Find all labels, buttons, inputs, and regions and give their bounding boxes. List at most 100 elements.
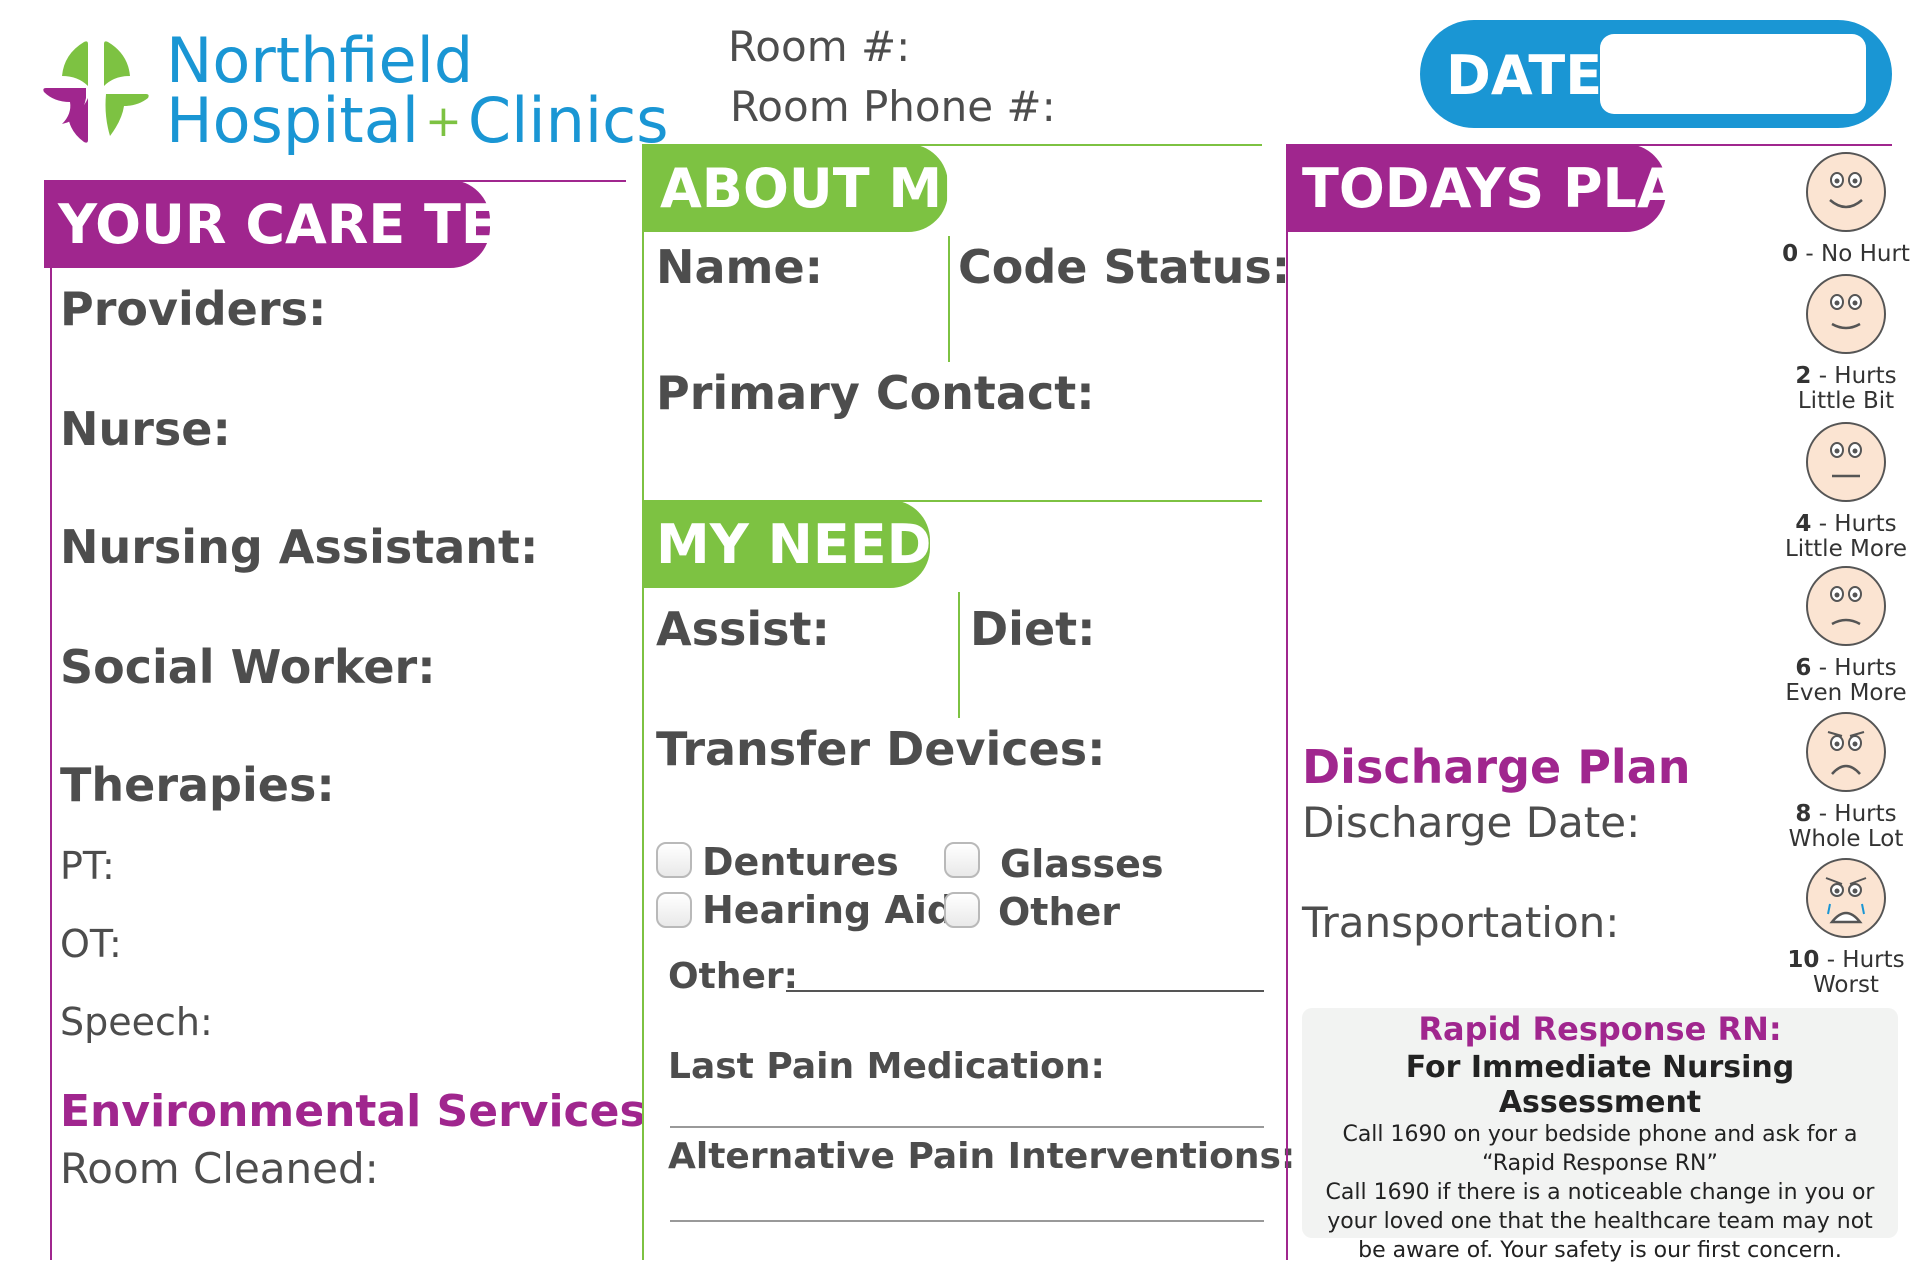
providers-label: Providers: [60, 282, 327, 336]
about-me-top-rule [642, 144, 1262, 146]
my-needs-divider [958, 592, 960, 718]
dentures-checkbox[interactable] [656, 842, 692, 878]
logo-plus: + [424, 96, 462, 147]
last-pain-medication-label: Last Pain Medication: [668, 1046, 1105, 1087]
logo-hospital: Hospital [166, 84, 419, 157]
pain-text: - No Hurt [1805, 241, 1910, 267]
pain-text-2: Little Bit [1797, 388, 1895, 414]
last-pain-medication-line[interactable] [670, 1126, 1264, 1128]
care-team-left-rule [50, 180, 52, 1260]
pain-number: 10 [1787, 947, 1820, 973]
pain-text-2: Little More [1784, 536, 1908, 562]
pain-number: 0 [1782, 241, 1799, 267]
rapid-response-title: Rapid Response RN: [1418, 1010, 1782, 1048]
pain-number: 6 [1795, 655, 1812, 681]
logo-line1: Northfield [166, 24, 474, 97]
other-checkbox-label: Other [998, 890, 1121, 934]
nurse-label: Nurse: [60, 402, 231, 456]
care-team-title: YOUR CARE TEAM [44, 180, 593, 268]
pain-number: 2 [1795, 363, 1812, 389]
todays-plan-title: TODAYS PLAN [1286, 144, 1724, 232]
other-line[interactable] [786, 990, 1264, 992]
room-cleaned-label: Room Cleaned: [60, 1144, 379, 1193]
face-hurts-whole-lot-icon [1806, 712, 1886, 792]
dentures-label: Dentures [702, 840, 899, 884]
pt-label: PT: [60, 844, 115, 888]
rapid-response-line3: Call 1690 if there is a noticeable chang… [1325, 1180, 1875, 1205]
pain-text-2: Worst [1813, 972, 1879, 998]
rapid-response-subtitle: For Immediate Nursing Assessment [1405, 1050, 1795, 1120]
date-label: DATE: [1446, 44, 1624, 107]
about-me-title: ABOUT ME [642, 144, 979, 232]
rapid-response-line2: “Rapid Response RN” [1482, 1151, 1718, 1176]
hearing-aids-checkbox[interactable] [656, 892, 692, 928]
pain-text: - Hurts [1818, 511, 1897, 537]
discharge-plan-title: Discharge Plan [1302, 740, 1691, 794]
name-label: Name: [656, 240, 824, 294]
logo: Northfield Hospital+Clinics [42, 24, 669, 152]
ot-label: OT: [60, 922, 122, 966]
rapid-response-box: Rapid Response RN: For Immediate Nursing… [1302, 1008, 1898, 1263]
alternative-pain-interventions-line[interactable] [670, 1220, 1264, 1222]
pain-caption: 0 - No Hurt [1776, 242, 1916, 267]
face-hurts-worst-icon [1806, 858, 1886, 938]
social-worker-label: Social Worker: [60, 640, 436, 694]
alternative-pain-interventions-label: Alternative Pain Interventions: [668, 1136, 1296, 1177]
pain-text-2: Even More [1785, 680, 1907, 706]
my-needs-top-rule [642, 500, 1262, 502]
pain-scale-item: 0 - No Hurt [1776, 150, 1916, 267]
other-label: Other: [668, 956, 799, 997]
environmental-services-title: Environmental Services [60, 1086, 646, 1137]
date-box: DATE: [1420, 20, 1892, 128]
discharge-date-label: Discharge Date: [1302, 798, 1641, 847]
todays-plan-title-text: TODAYS PLAN [1302, 156, 1724, 220]
date-field[interactable] [1600, 34, 1866, 114]
care-team-title-text: YOUR CARE TEAM [58, 192, 594, 256]
pain-text: - Hurts [1818, 363, 1897, 389]
pain-text: - Hurts [1818, 655, 1897, 681]
nursing-assistant-label: Nursing Assistant: [60, 520, 539, 574]
face-hurts-little-bit-icon [1806, 274, 1886, 354]
face-hurts-little-more-icon [1806, 422, 1886, 502]
pain-text: - Hurts [1826, 947, 1905, 973]
rapid-response-line5: be aware of. Your safety is our first co… [1358, 1238, 1842, 1263]
rapid-response-line4: your loved one that the healthcare team … [1327, 1209, 1873, 1234]
room-phone-label: Room Phone #: [730, 82, 1056, 131]
pain-text-2: Whole Lot [1788, 826, 1904, 852]
assist-label: Assist: [656, 602, 830, 656]
rapid-response-line1: Call 1690 on your bedside phone and ask … [1342, 1122, 1858, 1147]
glasses-checkbox[interactable] [944, 842, 980, 878]
diet-label: Diet: [970, 602, 1096, 656]
pain-number: 8 [1795, 801, 1812, 827]
my-needs-title: MY NEEDS [642, 500, 970, 588]
plan-left-rule [1286, 144, 1288, 1260]
hearing-aids-label: Hearing Aids [702, 888, 977, 932]
transfer-devices-label: Transfer Devices: [656, 722, 1106, 776]
middle-left-rule [642, 144, 644, 1260]
face-no-hurt-icon [1806, 152, 1886, 232]
room-number-label: Room #: [728, 22, 911, 71]
my-needs-title-text: MY NEEDS [656, 512, 971, 576]
transportation-label: Transportation: [1302, 898, 1620, 947]
about-me-title-text: ABOUT ME [660, 156, 979, 220]
pain-number: 4 [1795, 511, 1812, 537]
logo-clinics: Clinics [467, 84, 669, 157]
other-checkbox[interactable] [944, 892, 980, 928]
speech-label: Speech: [60, 1000, 213, 1044]
glasses-label: Glasses [1000, 842, 1164, 886]
face-hurts-even-more-icon [1806, 566, 1886, 646]
therapies-label: Therapies: [60, 758, 335, 812]
code-status-label: Code Status: [958, 240, 1291, 294]
logo-line2: Hospital+Clinics [166, 90, 669, 152]
logo-cross-icon [43, 41, 149, 143]
